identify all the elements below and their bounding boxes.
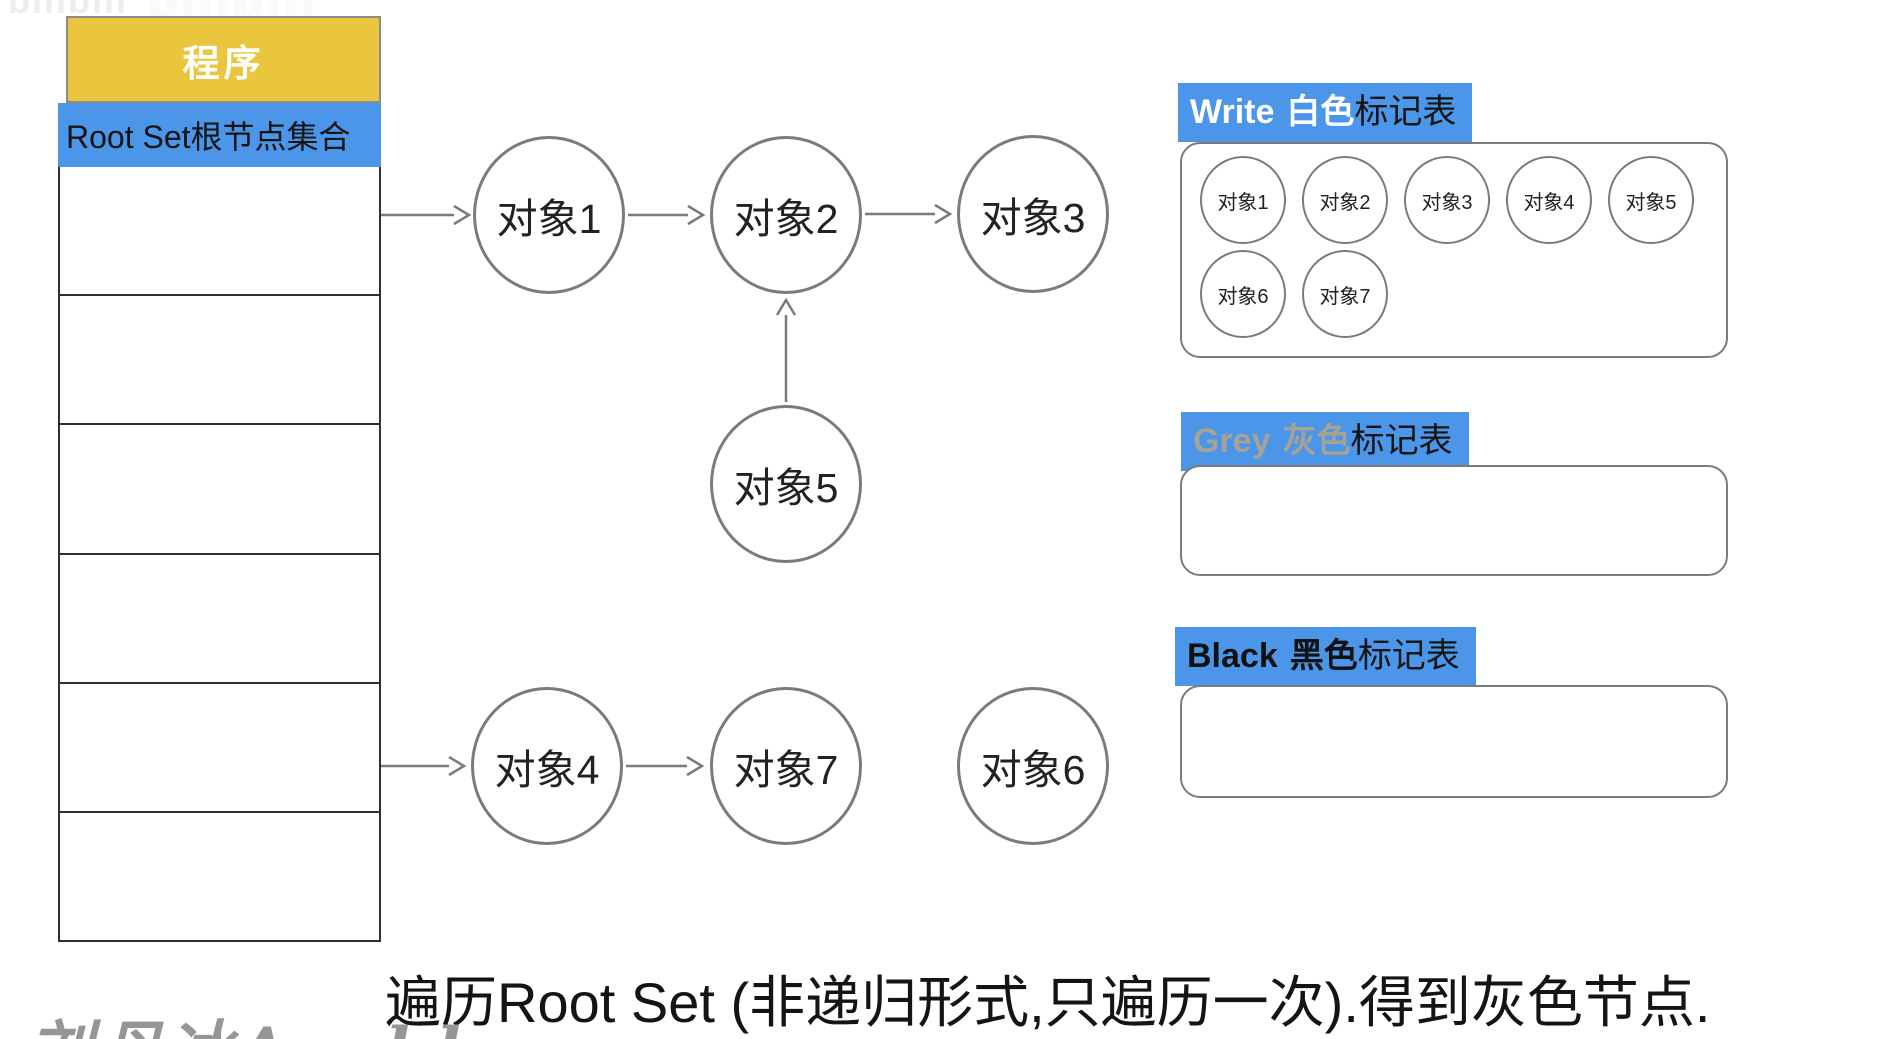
white-node-obj4: 对象4 [1506,156,1592,244]
arrow-obj1-to-obj2 [628,204,706,226]
white-node-obj1-label: 对象1 [1217,191,1269,214]
grey-table-label-en: Grey [1193,422,1271,460]
graph-node-obj1-label: 对象1 [496,196,602,242]
arrow-rootset-to-obj1 [381,204,472,226]
graph-node-obj5-label: 对象5 [733,465,839,511]
stack-cell [60,555,379,684]
white-table-row-1: 对象1 对象2 对象3 对象4 对象5 [1200,156,1726,244]
white-table-label-en: Write [1190,93,1275,131]
root-set-stack [58,167,381,942]
black-table-box [1180,685,1728,798]
graph-node-obj5: 对象5 [710,405,862,563]
program-header-label: 程序 [182,42,265,84]
graph-node-obj4-label: 对象4 [494,747,600,793]
white-node-obj6: 对象6 [1200,250,1286,338]
black-table-label: Black 黑色标记表 [1175,627,1476,686]
white-node-obj2: 对象2 [1302,156,1388,244]
graph-node-obj7: 对象7 [710,687,862,845]
white-node-obj5-label: 对象5 [1625,191,1677,214]
graph-node-obj1: 对象1 [473,136,625,294]
arrow-rootset-to-obj4 [381,755,467,777]
stack-cell [60,167,379,297]
white-table-label-color: 白色 [1286,93,1355,131]
white-node-obj7: 对象7 [1302,250,1388,338]
white-node-obj7-label: 对象7 [1319,285,1371,308]
program-header: 程序 [66,16,381,103]
stack-cell [60,425,379,555]
grey-table-label: Grey 灰色标记表 [1181,412,1469,471]
arrow-obj2-to-obj3 [865,203,953,225]
white-node-obj2-label: 对象2 [1319,191,1371,214]
graph-node-obj3: 对象3 [957,135,1109,293]
black-table-label-suffix: 标记表 [1357,637,1460,675]
graph-node-obj3-label: 对象3 [980,195,1086,241]
arrow-obj4-to-obj7 [626,755,705,777]
grey-table-label-color: 灰色 [1282,422,1351,460]
white-table-label: Write 白色标记表 [1178,83,1473,142]
root-set-label: Root Set根节点集合 [66,119,351,155]
graph-node-obj6: 对象6 [957,687,1109,845]
stack-cell [60,813,379,940]
white-node-obj3: 对象3 [1404,156,1490,244]
white-table-box: 对象1 对象2 对象3 对象4 对象5 对象6 对象7 [1180,142,1728,358]
root-set-band: Root Set根节点集合 [58,103,381,167]
grey-table-box [1180,465,1728,576]
white-node-obj4-label: 对象4 [1523,191,1575,214]
graph-node-obj2: 对象2 [710,136,862,294]
white-node-obj1: 对象1 [1200,156,1286,244]
arrow-obj5-to-obj2 [775,297,797,402]
black-table-label-color: 黑色 [1289,637,1358,675]
graph-node-obj7-label: 对象7 [733,747,839,793]
white-node-obj5: 对象5 [1608,156,1694,244]
grey-table-label-suffix: 标记表 [1350,422,1453,460]
white-table-label-suffix: 标记表 [1354,93,1457,131]
author-signature: 刘丹冰Aceld [28,1000,466,1039]
white-node-obj6-label: 对象6 [1217,285,1269,308]
stack-cell [60,684,379,813]
graph-node-obj4: 对象4 [471,687,623,845]
black-table-label-en: Black [1187,637,1278,675]
graph-node-obj6-label: 对象6 [980,747,1086,793]
white-table-row-2: 对象6 对象7 [1200,250,1726,338]
graph-node-obj2-label: 对象2 [733,196,839,242]
caption-text: 遍历Root Set (非递归形式,只遍历一次).得到灰色节点. [385,971,1711,1034]
white-node-obj3-label: 对象3 [1421,191,1473,214]
stack-cell [60,296,379,426]
